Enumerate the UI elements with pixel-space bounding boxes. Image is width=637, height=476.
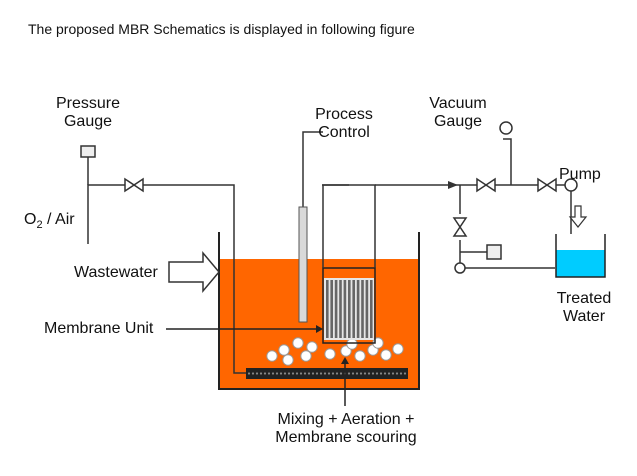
- air-bubble: [282, 354, 294, 366]
- tank-liquid: [219, 259, 419, 389]
- air-bubble: [278, 344, 290, 356]
- process-control-label: Process Control: [315, 106, 373, 141]
- air-bubble: [392, 343, 404, 355]
- air-bubbles: [266, 337, 404, 366]
- vacuum-gauge-label: Vacuum Gauge: [429, 95, 487, 130]
- process-control-probe: [298, 206, 308, 323]
- membrane-fiber: [356, 280, 360, 338]
- membrane-unit: [324, 278, 374, 340]
- membrane-fiber: [330, 280, 333, 338]
- pump-arrow-icon: [568, 205, 588, 228]
- mixing-aeration-label: Mixing + Aeration + Membrane scouring: [275, 411, 417, 446]
- process-control-line: [302, 131, 323, 214]
- valve-1-icon: [476, 177, 496, 193]
- air-bubble: [306, 341, 318, 353]
- vacuum-gauge-icon: [499, 121, 513, 135]
- air-bubble: [354, 350, 366, 362]
- backwash-line: [459, 185, 555, 269]
- treated-water-label: Treated Water: [556, 290, 612, 325]
- treated-water-tank: [555, 234, 606, 278]
- wastewater-arrow-icon: [168, 250, 220, 294]
- tank-walls: [218, 232, 420, 390]
- pressure-gauge-label: Pressure Gauge: [55, 95, 121, 130]
- air-bubble: [346, 338, 358, 350]
- permeate-main-line: [375, 184, 572, 234]
- membrane-fiber: [365, 280, 369, 338]
- membrane-unit-leader-arrow: [316, 325, 323, 333]
- air-bubble: [380, 349, 392, 361]
- flow-arrow-icon: [448, 181, 458, 189]
- membrane-frame: [322, 267, 376, 344]
- vacuum-gauge-line: [503, 138, 512, 185]
- pump-label: Pump: [559, 166, 601, 183]
- pressure-gauge-icon: [80, 145, 96, 158]
- wastewater-label: Wastewater: [74, 264, 158, 281]
- membrane-fiber: [361, 280, 364, 338]
- backwash-valve-icon: [452, 217, 468, 237]
- valve-2-icon: [537, 177, 557, 193]
- backwash-node-icon: [454, 262, 466, 274]
- membrane-fiber: [339, 280, 342, 338]
- treated-water: [556, 250, 605, 277]
- pump-icon: [564, 178, 578, 192]
- air-bubble: [324, 348, 336, 360]
- caption: The proposed MBR Schematics is displayed…: [28, 21, 415, 37]
- permeate-pipe: [322, 184, 376, 268]
- membrane-fiber: [334, 280, 338, 338]
- backwash-gauge-icon: [486, 244, 502, 260]
- membrane-unit-label: Membrane Unit: [44, 320, 154, 337]
- air-bubble: [292, 337, 304, 349]
- membrane-fiber: [348, 280, 351, 338]
- diffuser: [246, 368, 408, 379]
- membrane-fiber: [343, 280, 347, 338]
- membrane-fiber: [352, 280, 355, 338]
- mixing-leader-arrow: [341, 357, 349, 364]
- air-bubble: [266, 350, 278, 362]
- air-valve-icon: [124, 177, 144, 193]
- o2-air-label: O2 / Air: [24, 211, 75, 232]
- membrane-fiber: [326, 280, 329, 338]
- air-supply-line: [87, 184, 258, 374]
- membrane-fiber: [370, 280, 373, 338]
- air-bubble: [300, 350, 312, 362]
